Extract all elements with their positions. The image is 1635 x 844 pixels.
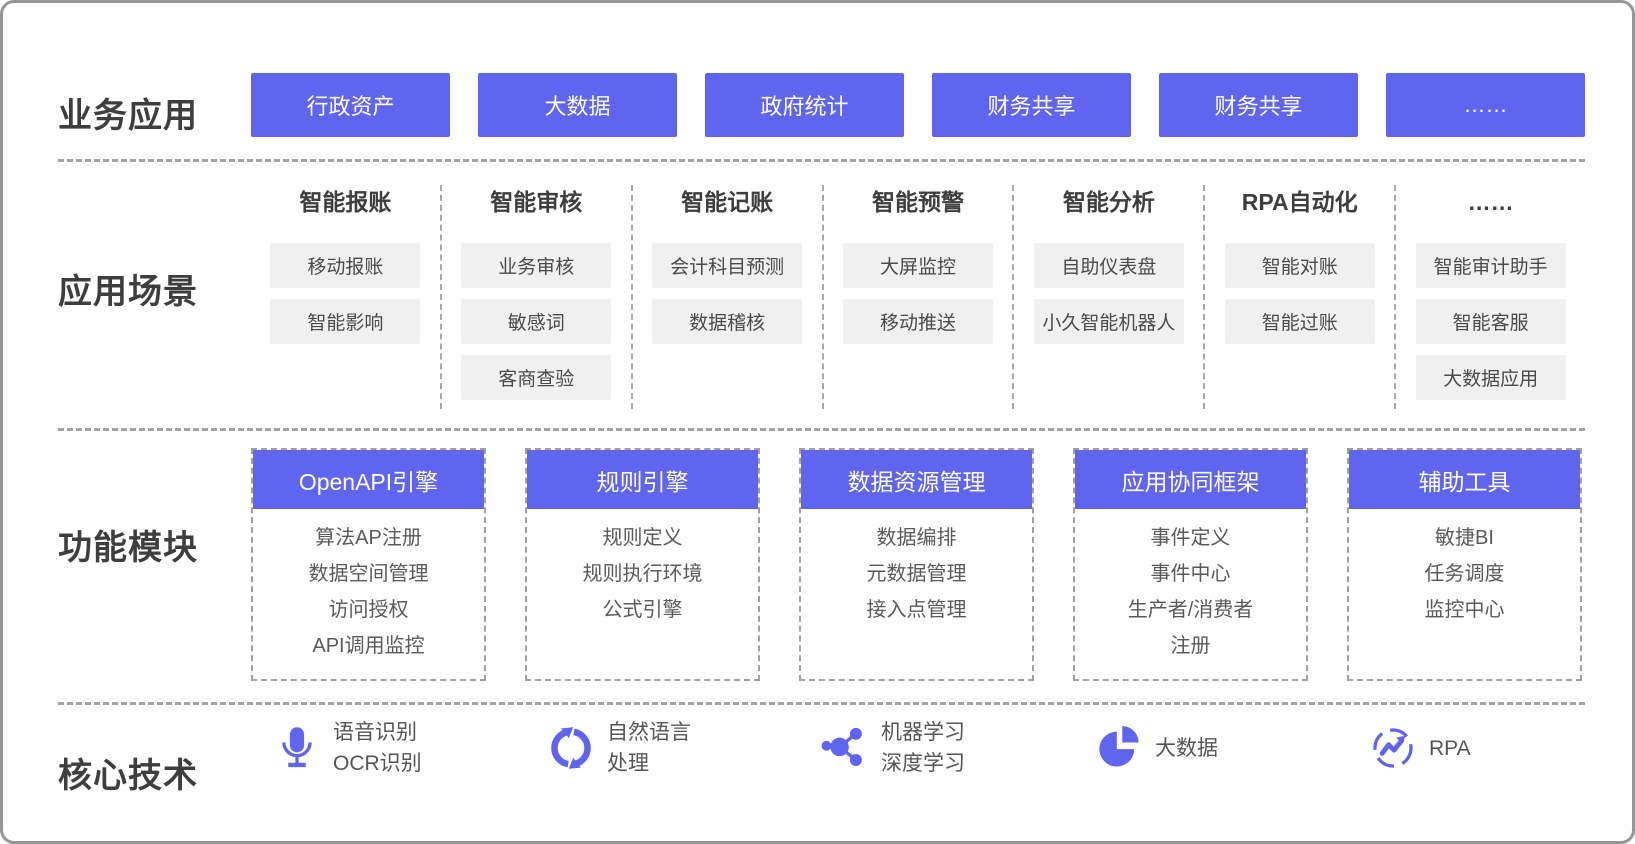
scenario-chip[interactable]: 会计科目预测 (652, 243, 803, 288)
scenario-chip[interactable]: 数据稽核 (652, 299, 803, 344)
module-item: 生产者/消费者 注册 (1127, 599, 1254, 657)
module-item: 监控中心 (1424, 599, 1505, 621)
scenario-chip[interactable]: 小久智能机器人 (1033, 299, 1184, 344)
column-divider (439, 185, 442, 409)
module-card-data-resource[interactable]: 数据资源管理 数据编排 元数据管理 接入点管理 (799, 448, 1034, 681)
module-item: 任务调度 (1424, 563, 1505, 585)
module-card-rule-engine[interactable]: 规则引擎 规则定义 规则执行环境 公式引擎 (525, 448, 760, 681)
module-card-header: OpenAPI引擎 (253, 450, 484, 509)
tech-group-bigdata: 大数据 (1073, 717, 1308, 779)
scenario-chip[interactable]: 大数据应用 (1415, 355, 1566, 400)
microphone-icon (282, 727, 312, 768)
column-divider (1203, 185, 1206, 409)
trend-circle-icon (1373, 728, 1413, 768)
business-app-button[interactable]: 财务共享 (932, 73, 1131, 137)
scenario-chip[interactable]: 敏感词 (461, 299, 612, 344)
row-label-modules: 功能模块 (58, 529, 198, 567)
module-card-body: 规则定义 规则执行环境 公式引擎 (527, 509, 758, 628)
module-item: 元数据管理 (866, 563, 967, 585)
scenario-header: 智能记账 (681, 189, 774, 215)
scenario-chip[interactable]: 自助仪表盘 (1033, 243, 1184, 288)
scenario-chip[interactable]: 智能审计助手 (1415, 243, 1566, 288)
scenario-chip[interactable]: 大屏监控 (843, 243, 993, 288)
scenario-chip[interactable]: 业务审核 (461, 243, 612, 288)
tech-label: 大数据 (1155, 736, 1218, 760)
row-label-core-tech: 核心技术 (58, 757, 198, 795)
column-divider (630, 185, 633, 409)
module-item: 访问授权 (328, 599, 409, 621)
scenario-column-smart-expense: 智能报账 移动报账 智能影响 (251, 159, 440, 409)
scenario-chip[interactable]: 移动推送 (843, 299, 993, 344)
module-item: 敏捷BI (1435, 527, 1494, 549)
module-item: 规则执行环境 (582, 563, 703, 585)
row-divider (58, 428, 1585, 431)
module-item: 公式引擎 (602, 599, 683, 621)
module-item: 数据编排 (876, 527, 957, 549)
business-app-button-more[interactable]: …… (1386, 73, 1585, 137)
scenario-chip[interactable]: 移动报账 (270, 243, 421, 288)
tech-label: 自然语言 处理 (607, 721, 691, 775)
scenario-header: 智能预警 (872, 189, 964, 215)
pie-chart-icon (1099, 726, 1139, 767)
column-divider (1394, 185, 1397, 409)
network-icon (821, 727, 862, 766)
module-item: 算法AP注册 (315, 527, 422, 549)
module-item: 接入点管理 (866, 599, 967, 621)
column-divider (821, 185, 824, 409)
row-label-scenarios: 应用场景 (58, 273, 198, 311)
business-app-button[interactable]: 大数据 (478, 73, 677, 137)
scenario-chip[interactable]: 智能影响 (270, 299, 421, 344)
module-item: 事件中心 (1150, 563, 1231, 585)
scenario-header: RPA自动化 (1241, 189, 1358, 215)
tech-label: 语音识别 OCR识别 (333, 721, 422, 775)
scenario-chip[interactable]: 智能客服 (1415, 299, 1566, 344)
module-card-openapi-engine[interactable]: OpenAPI引擎 算法AP注册 数据空间管理 访问授权 API调用监控 (251, 448, 486, 681)
scenario-columns: 智能报账 移动报账 智能影响 智能审核 业务审核 敏感词 客商查验 智能记账 会… (251, 159, 1585, 409)
business-app-button[interactable]: 政府统计 (705, 73, 904, 137)
sync-icon (551, 727, 591, 769)
module-card-header: 规则引擎 (527, 450, 758, 509)
scenario-header: 智能审核 (490, 189, 583, 215)
tech-group-nlp: 自然语言 处理 (525, 717, 760, 779)
scenario-column-smart-audit: 智能审核 业务审核 敏感词 客商查验 (442, 159, 631, 409)
business-app-button[interactable]: 财务共享 (1159, 73, 1358, 137)
module-item: 规则定义 (602, 527, 683, 549)
row-label-business-apps: 业务应用 (58, 97, 198, 135)
module-card-app-collaboration[interactable]: 应用协同框架 事件定义 事件中心 生产者/消费者 注册 (1073, 448, 1308, 681)
scenario-column-smart-warning: 智能预警 大屏监控 移动推送 (824, 159, 1013, 409)
scenario-chip[interactable]: 客商查验 (461, 355, 612, 400)
module-card-aux-tools[interactable]: 辅助工具 敏捷BI 任务调度 监控中心 (1347, 448, 1582, 681)
scenario-chip[interactable]: 智能过账 (1224, 299, 1375, 344)
tech-group-speech-ocr: 语音识别 OCR识别 (251, 717, 486, 779)
module-item: API调用监控 (312, 635, 425, 657)
module-cards: OpenAPI引擎 算法AP注册 数据空间管理 访问授权 API调用监控 规则引… (251, 448, 1582, 681)
scenario-header: 智能分析 (1062, 189, 1155, 215)
business-app-button[interactable]: 行政资产 (251, 73, 450, 137)
tech-label: RPA (1429, 736, 1471, 760)
scenario-header: …… (1467, 189, 1514, 215)
module-card-body: 数据编排 元数据管理 接入点管理 (801, 509, 1032, 628)
scenario-header: 智能报账 (299, 189, 392, 215)
scenario-column-rpa-automation: RPA自动化 智能对账 智能过账 (1205, 159, 1394, 409)
module-card-header: 应用协同框架 (1075, 450, 1306, 509)
tech-group-ml: 机器学习 深度学习 (799, 717, 1034, 779)
module-card-header: 数据资源管理 (801, 450, 1032, 509)
row-divider (58, 159, 1585, 162)
module-card-header: 辅助工具 (1349, 450, 1580, 509)
scenario-column-more: …… 智能审计助手 智能客服 大数据应用 (1396, 159, 1585, 409)
scenario-column-smart-analysis: 智能分析 自助仪表盘 小久智能机器人 (1014, 159, 1203, 409)
column-divider (1012, 185, 1015, 409)
module-item: 数据空间管理 (308, 563, 429, 585)
business-app-buttons: 行政资产 大数据 政府统计 财务共享 财务共享 …… (251, 73, 1585, 137)
scenario-column-smart-bookkeeping: 智能记账 会计科目预测 数据稽核 (633, 159, 822, 409)
scenario-chip[interactable]: 智能对账 (1224, 243, 1375, 288)
module-card-body: 敏捷BI 任务调度 监控中心 (1349, 509, 1580, 628)
module-item: 事件定义 (1150, 527, 1231, 549)
core-tech-groups: 语音识别 OCR识别 自然语言 处理 机器学习 深度学习 (251, 717, 1582, 779)
tech-group-rpa: RPA (1347, 717, 1582, 779)
module-card-body: 事件定义 事件中心 生产者/消费者 注册 (1075, 509, 1306, 664)
row-divider (58, 702, 1585, 705)
module-card-body: 算法AP注册 数据空间管理 访问授权 API调用监控 (253, 509, 484, 664)
tech-label: 机器学习 深度学习 (881, 721, 965, 775)
